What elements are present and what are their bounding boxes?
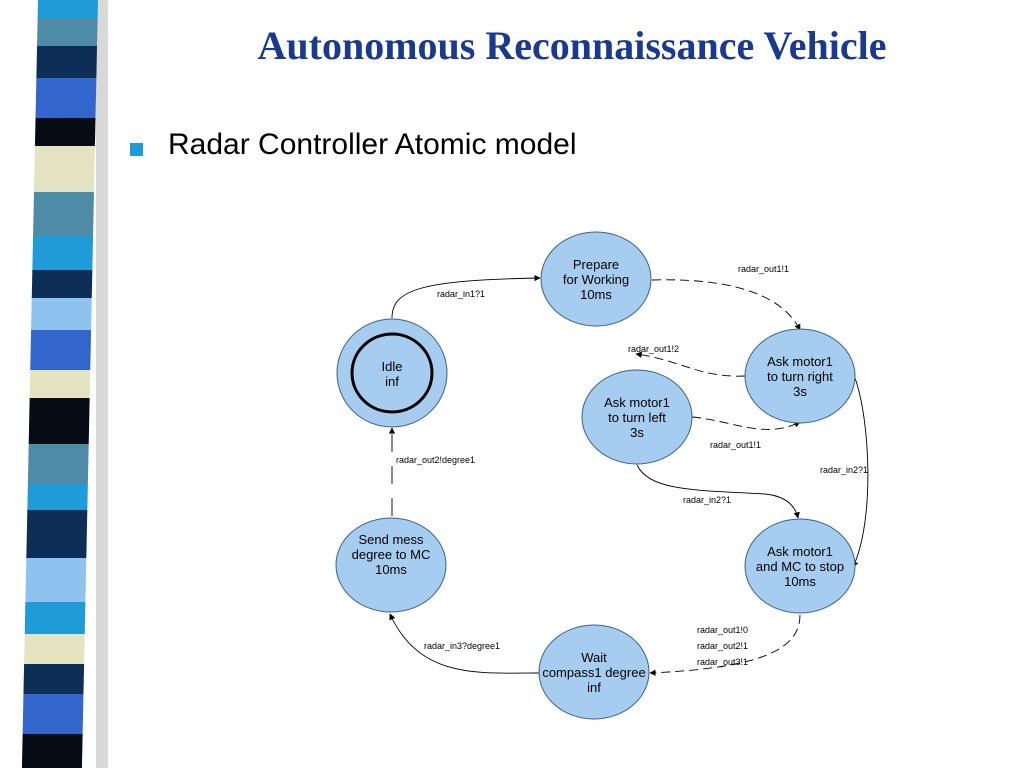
state-idle-line1: Idle	[382, 359, 403, 374]
state-wait-line1: Wait	[581, 650, 607, 665]
state-prepare-line1: Prepare	[573, 257, 619, 272]
state-idle: Idle inf	[336, 318, 448, 428]
edge-right-left	[635, 351, 746, 377]
edge-label-send-idle: radar_out2!degree1	[396, 455, 475, 465]
decorative-stripe-bar	[0, 0, 115, 768]
state-ask-left-line2: to turn left	[608, 410, 666, 425]
edge-idle-prepare	[391, 274, 541, 319]
state-wait-line3: inf	[587, 680, 601, 695]
edge-label-right-left: radar_out1!2	[628, 344, 679, 354]
state-ask-stop-line3: 10ms	[784, 574, 816, 589]
edge-stop-wait	[649, 614, 801, 676]
state-ask-right-line3: 3s	[793, 384, 807, 399]
state-send-line2: degree to MC	[352, 547, 431, 562]
edge-label-left-stop: radar_in2?1	[683, 495, 731, 505]
state-ask-stop: Ask motor1 and MC to stop 10ms	[744, 518, 856, 614]
state-ask-stop-line1: Ask motor1	[767, 544, 833, 559]
edge-label-wait-send: radar_in3?degree1	[424, 641, 500, 651]
edge-prepare-right	[651, 279, 801, 331]
state-prepare: Prepare for Working 10ms	[540, 231, 652, 327]
state-send-message: Send mess degree to MC 10ms	[335, 517, 447, 613]
state-send-line3: 10ms	[375, 562, 407, 577]
edge-right-stop	[852, 377, 869, 568]
edge-left-right	[691, 416, 801, 430]
edge-left-stop	[636, 464, 800, 519]
state-ask-turn-right: Ask motor1 to turn right 3s	[744, 328, 856, 424]
edge-label-stop-wait-1: radar_out1!0	[697, 625, 748, 635]
edge-label-stop-wait-2: radar_out2!1	[697, 641, 748, 651]
edge-label-idle-prepare: radar_in1?1	[437, 289, 485, 299]
edge-label-stop-wait-3: radar_out3!1	[697, 657, 748, 667]
state-prepare-line3: 10ms	[580, 287, 612, 302]
bullet-text: Radar Controller Atomic model	[168, 128, 577, 161]
slide-title: Autonomous Reconnaissance Vehicle	[257, 23, 887, 68]
state-ask-right-line1: Ask motor1	[767, 354, 833, 369]
state-idle-line2: inf	[385, 374, 399, 389]
edge-label-left-right: radar_out1!1	[710, 440, 761, 450]
state-wait-compass: Wait compass1 degree inf	[538, 624, 650, 720]
state-ask-turn-left: Ask motor1 to turn left 3s	[581, 369, 693, 465]
state-prepare-line2: for Working	[563, 272, 629, 287]
edge-label-prepare-right: radar_out1!1	[738, 264, 789, 274]
state-wait-line2: compass1 degree	[542, 665, 645, 680]
edge-wait-send	[389, 613, 541, 674]
state-ask-left-line1: Ask motor1	[604, 395, 670, 410]
state-ask-left-line3: 3s	[630, 425, 644, 440]
edge-label-right-stop: radar_in2?1	[820, 465, 868, 475]
state-send-line1: Send mess	[358, 532, 424, 547]
state-ask-right-line2: to turn right	[767, 369, 833, 384]
state-ask-stop-line2: and MC to stop	[756, 559, 844, 574]
bullet-square-icon	[130, 143, 143, 156]
